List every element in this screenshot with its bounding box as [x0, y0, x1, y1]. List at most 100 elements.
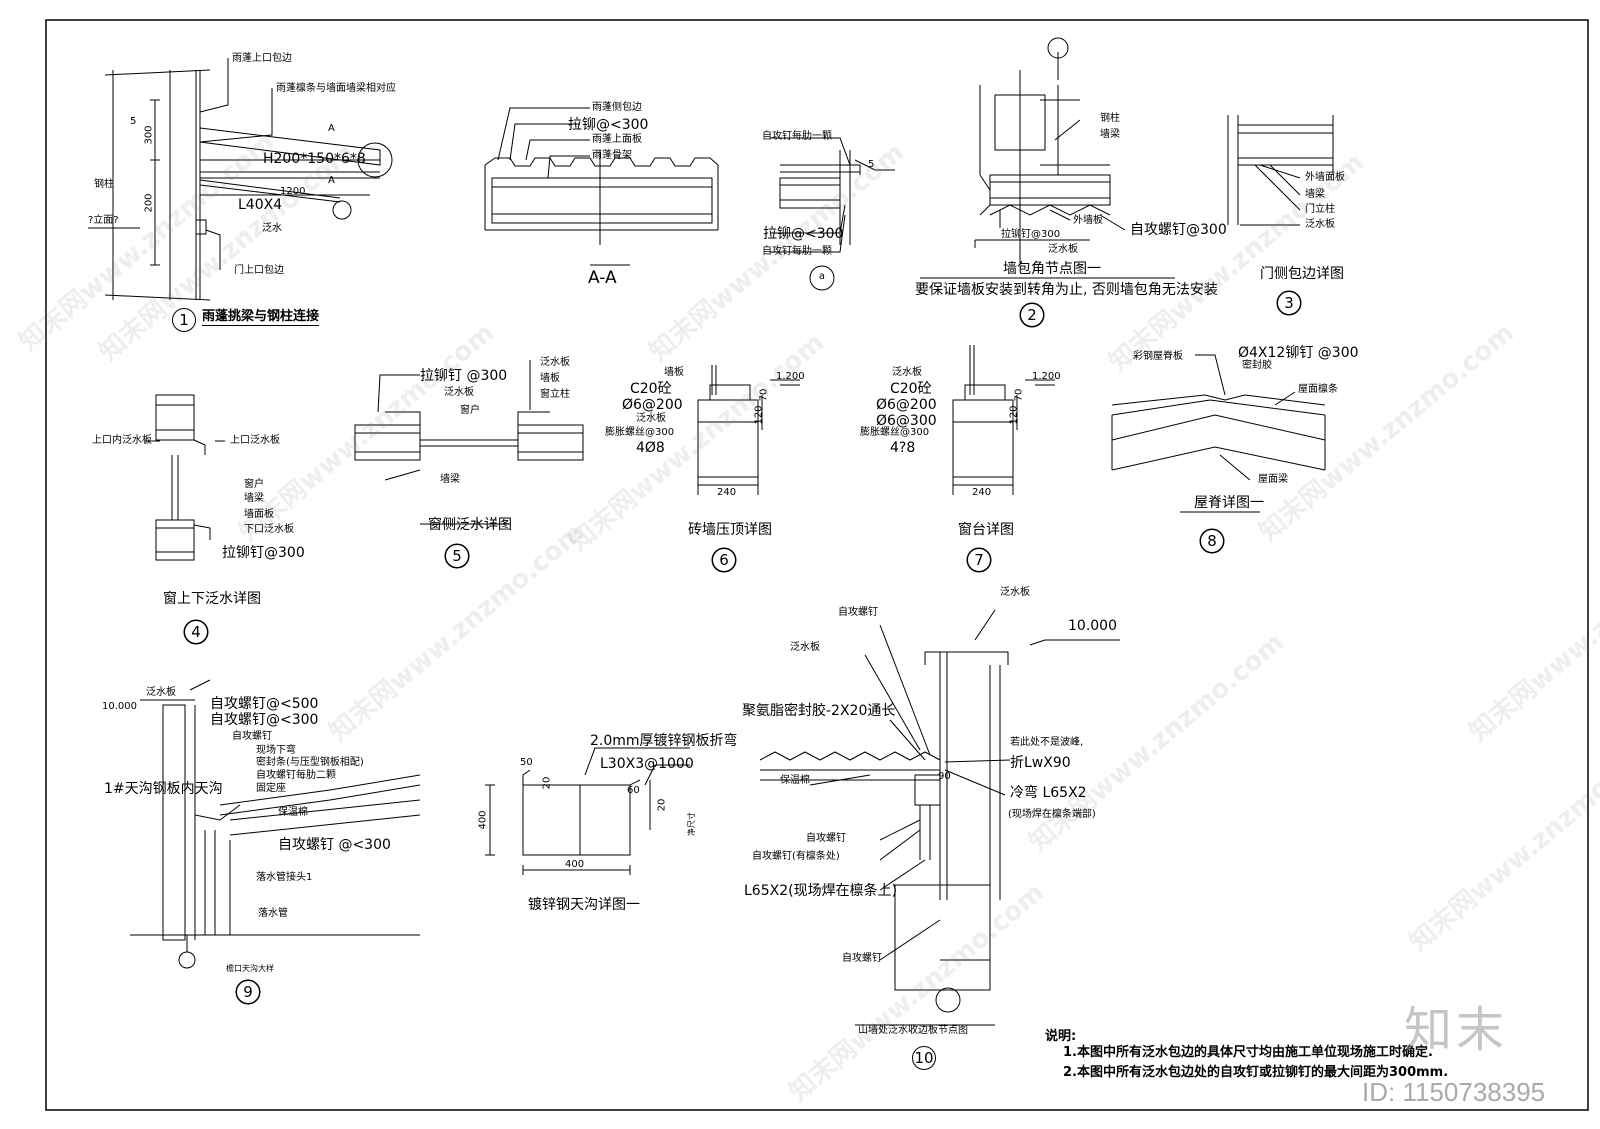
- d7-title: 窗台详图: [958, 522, 1014, 538]
- a-label: 5: [868, 159, 875, 170]
- aa-title: A-A: [588, 268, 617, 288]
- d4-label: 下口泛水板: [244, 524, 294, 535]
- d1-label: 钢柱: [94, 179, 114, 190]
- d8-label: Ø4X12铆钉 @300: [1238, 345, 1359, 361]
- d5-label: 泛水板: [444, 387, 474, 398]
- gutter-label: 400: [565, 859, 585, 870]
- d4-label: 拉铆钉@300: [222, 545, 305, 561]
- d3-number: 3: [1277, 291, 1301, 315]
- d7-label: 1.200: [1032, 371, 1061, 382]
- gutter-label: 50: [520, 757, 533, 768]
- d9-label: 自攻螺钉@<500: [210, 696, 319, 712]
- d5-label: 拉铆钉 @300: [420, 368, 508, 384]
- d6-label: 泛水板: [636, 413, 666, 424]
- notes-heading: 说明:: [1045, 1029, 1077, 1044]
- d9-title: 檐口天沟大样: [226, 964, 274, 973]
- d10-label: 泛水板: [1000, 587, 1030, 598]
- d8-label: 彩钢屋脊板: [1133, 351, 1183, 362]
- d2-label: 墙梁: [1100, 129, 1120, 140]
- d9-label: 自攻螺钉@<300: [210, 712, 319, 728]
- d10-label: 泛水板: [790, 642, 820, 653]
- d5-title: 窗侧泛水详图: [428, 517, 512, 533]
- d9-label: 10.000: [102, 701, 137, 712]
- d6-title: 砖墙压顶详图: [688, 522, 772, 538]
- d9-label: 自攻螺钉 @<300: [278, 837, 391, 853]
- d10-label: 自攻螺钉: [842, 953, 882, 964]
- a-number: a: [818, 271, 826, 282]
- d10-label: 90: [938, 771, 951, 782]
- d2-label: 钢柱: [1100, 113, 1120, 124]
- d6-label: Ø6@200: [622, 397, 683, 413]
- d3-label: 墙梁: [1305, 189, 1325, 200]
- d1-number: 1: [172, 308, 196, 332]
- d6-label: 240: [717, 487, 737, 498]
- d3-label: 外墙面板: [1305, 172, 1345, 183]
- d2-label: 自攻螺钉@300: [1130, 222, 1227, 238]
- gutter-label: L30X3@1000: [600, 756, 694, 772]
- d1-label: 200: [143, 193, 155, 213]
- d10-label: 若此处不是波峰,: [1010, 737, 1084, 748]
- d2-label: 拉铆钉@300: [1001, 229, 1061, 240]
- d6-label: 膨胀螺丝@300: [605, 427, 675, 438]
- d10-number: 10: [912, 1046, 936, 1070]
- d4-label: 上口内泛水板: [92, 435, 152, 446]
- d9-label: 保温棉: [278, 807, 308, 818]
- d6-number: 6: [712, 548, 736, 572]
- d4-label: 窗户: [244, 479, 264, 490]
- d10-label: 聚氨脂密封胶-2X20通长: [742, 703, 896, 719]
- detail-9-geometry: [130, 679, 421, 1005]
- d8-number: 8: [1200, 529, 1224, 553]
- d1-label: 5: [130, 116, 137, 127]
- d9-label: 自攻螺钉: [232, 731, 272, 742]
- d7-label: 4?8: [890, 440, 916, 456]
- d3-title: 门侧包边详图: [1260, 266, 1344, 282]
- d8-label: 密封胶: [1242, 360, 1272, 371]
- detail-4-geometry: [145, 394, 225, 645]
- d3-label: 泛水板: [1305, 219, 1335, 230]
- d6-label: 墙板: [664, 367, 684, 378]
- d5-label: 墙板: [540, 373, 560, 384]
- detail-aa-geometry: [484, 107, 719, 266]
- d4-label: 墙梁: [244, 493, 264, 504]
- d7-label: Ø6@200: [876, 397, 937, 413]
- detail-10-geometry: [759, 609, 1120, 1026]
- d7-label: Ø6@300: [876, 413, 937, 429]
- d7-label: C20砼: [890, 381, 932, 397]
- d10-label: 折LwX90: [1010, 755, 1071, 771]
- d9-label: 固定座: [256, 783, 286, 794]
- d10-label: 10.000: [1068, 618, 1117, 634]
- gutter-label: 60: [627, 785, 640, 796]
- d8-label: 屋面檩条: [1298, 384, 1338, 395]
- notes-item: 2.本图中所有泛水包边处的自攻钉或拉铆钉的最大间距为300mm.: [1063, 1065, 1449, 1080]
- aa-label: 拉铆@<300: [568, 117, 649, 133]
- gutter-label: 20: [541, 776, 553, 790]
- image-id: ID: 1150738395: [1362, 1077, 1546, 1107]
- d2-number: 2: [1020, 303, 1044, 327]
- d10-title: 山墙处泛水收边板节点图: [858, 1025, 968, 1036]
- d1-label: 1200: [280, 186, 306, 197]
- d5-label: 墙梁: [440, 474, 460, 485]
- d1-label: 门上口包边: [234, 265, 284, 276]
- d6-label: 70: [758, 388, 770, 402]
- detail-5-geometry: [354, 360, 584, 569]
- aa-label: 雨蓬侧包边: [592, 102, 642, 113]
- d7-label: 泛水板: [892, 367, 922, 378]
- d1-label: H200*150*6*8: [263, 151, 366, 167]
- d4-number: 4: [184, 620, 208, 644]
- d5-label: 窗户: [460, 405, 480, 416]
- d10-label: 自攻螺钉: [806, 833, 846, 844]
- detail-3-geometry: [1227, 115, 1334, 316]
- d5-label: 泛水板: [540, 357, 570, 368]
- d9-label: 落水管接头1: [256, 872, 313, 883]
- d7-label: 膨胀螺丝@300: [860, 427, 930, 438]
- gutter-label: 400: [477, 810, 489, 830]
- d7-label: 240: [972, 487, 992, 498]
- d1-label: A: [328, 123, 335, 134]
- detail-8-geometry: [1111, 354, 1326, 554]
- d8-label: 屋面梁: [1258, 474, 1288, 485]
- d10-label: (现场焊在檩条端部): [1008, 809, 1096, 820]
- aa-label: 雨蓬骨架: [592, 150, 632, 161]
- d2-label: 外墙板: [1073, 215, 1103, 226]
- d3-label: 门立柱: [1305, 204, 1335, 215]
